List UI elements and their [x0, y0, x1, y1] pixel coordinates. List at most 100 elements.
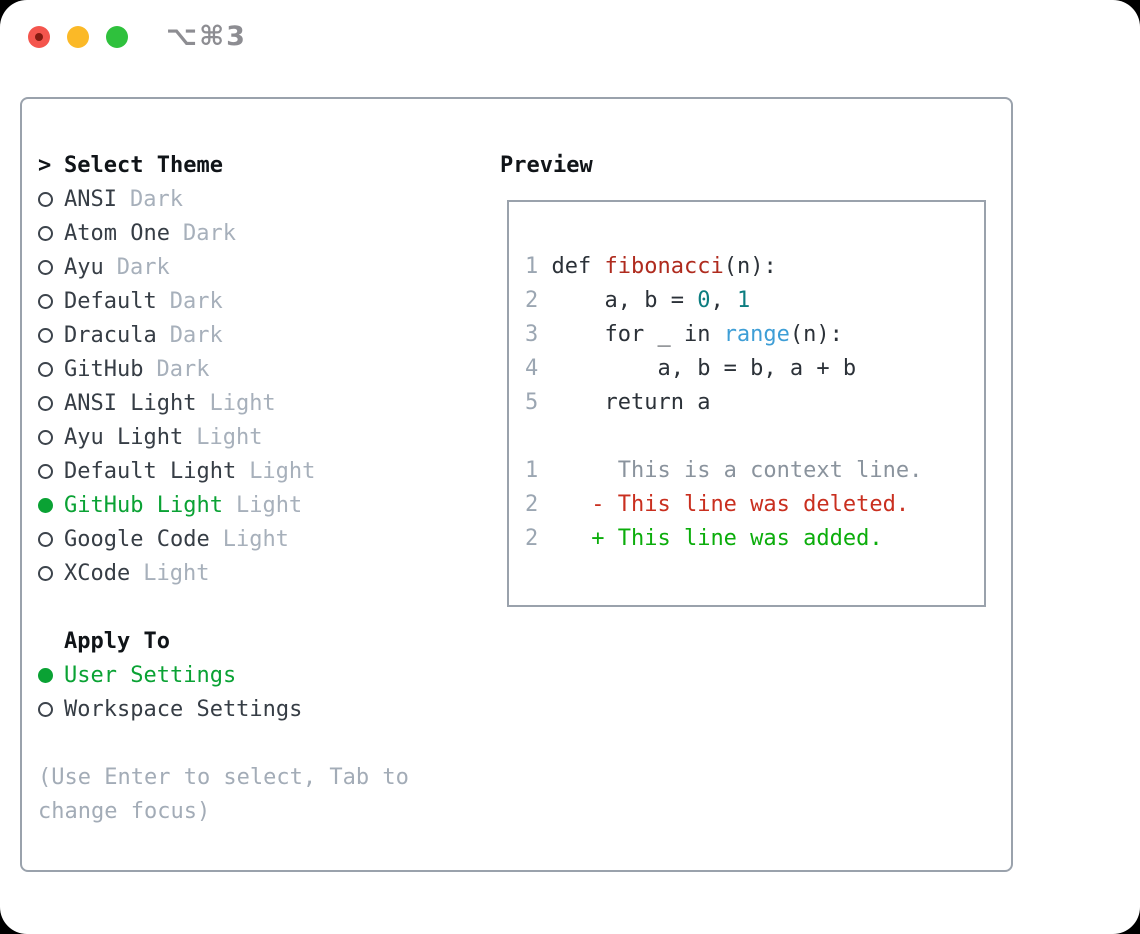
theme-option-dracula[interactable]: Dracula Dark: [38, 318, 409, 352]
theme-option-google-code[interactable]: Google Code Light: [38, 522, 409, 556]
theme-variant: Dark: [182, 220, 236, 246]
line-number: 5: [525, 390, 552, 415]
token-code: return a: [551, 390, 711, 415]
theme-variant: Dark: [169, 288, 223, 314]
radio-unselected-icon: [38, 361, 53, 377]
apply-option-label: User Settings: [64, 662, 237, 688]
apply-option-workspace-settings[interactable]: Workspace Settings: [38, 692, 409, 726]
theme-option-ayu[interactable]: Ayu Dark: [38, 250, 409, 284]
theme-variant: Light: [143, 560, 210, 586]
token-code: def: [551, 254, 605, 279]
radio-unselected-icon: [38, 327, 53, 343]
titlebar: ⌥⌘3: [0, 0, 1140, 72]
unsaved-dot-icon: [35, 33, 43, 41]
code-line: 2 + This line was added.: [525, 522, 984, 556]
theme-name: ANSI Light: [64, 390, 197, 416]
theme-name: Dracula: [64, 322, 157, 348]
theme-variant: Light: [209, 390, 276, 416]
code-line: 2 a, b = 0, 1: [525, 284, 984, 318]
theme-option-xcode[interactable]: XCode Light: [38, 556, 409, 590]
theme-option-default-light[interactable]: Default Light Light: [38, 454, 409, 488]
radio-selected-icon: [38, 667, 53, 683]
line-number: 2: [525, 492, 552, 517]
token-added: + This line was added.: [551, 526, 883, 551]
line-number: 3: [525, 322, 552, 347]
zoom-icon[interactable]: [106, 26, 128, 48]
theme-variant: Dark: [156, 356, 210, 382]
theme-name: Google Code: [64, 526, 210, 552]
close-icon[interactable]: [28, 26, 50, 48]
token-context: This is a context line.: [551, 458, 923, 483]
theme-name: ANSI: [64, 186, 117, 212]
line-number: 1: [525, 458, 552, 483]
token-code: ,: [710, 288, 737, 313]
radio-unselected-icon: [38, 225, 53, 241]
theme-name: GitHub: [64, 356, 144, 382]
theme-variant: Light: [222, 526, 289, 552]
theme-variant: Dark: [129, 186, 183, 212]
line-number: 2: [525, 288, 552, 313]
theme-variant: Light: [249, 458, 316, 484]
theme-option-github[interactable]: GitHub Dark: [38, 352, 409, 386]
line-number: 1: [525, 254, 552, 279]
token-builtin: range: [723, 322, 790, 347]
code-line: [525, 420, 984, 454]
token-code: for _ in: [551, 322, 724, 347]
spacer: [38, 590, 409, 624]
theme-option-ansi[interactable]: ANSI Dark: [38, 182, 409, 216]
apply-option-label: Workspace Settings: [64, 696, 303, 722]
select-theme-title: Select Theme: [64, 152, 223, 178]
code-line: 1 def fibonacci(n):: [525, 250, 984, 284]
line-number: 4: [525, 356, 552, 381]
minimize-icon[interactable]: [67, 26, 89, 48]
spacer: [38, 726, 409, 760]
theme-name: Ayu: [64, 254, 104, 280]
token-code: a, b =: [551, 288, 698, 313]
code-line: 1 This is a context line.: [525, 454, 984, 488]
theme-name: Default Light: [64, 458, 237, 484]
theme-option-atom-one[interactable]: Atom One Dark: [38, 216, 409, 250]
radio-unselected-icon: [38, 293, 53, 309]
radio-unselected-icon: [38, 395, 53, 411]
select-theme-header: > Select Theme: [38, 148, 409, 182]
theme-name: XCode: [64, 560, 131, 586]
code-line: 5 return a: [525, 386, 984, 420]
code-line: 3 for _ in range(n):: [525, 318, 984, 352]
code-line: 2 - This line was deleted.: [525, 488, 984, 522]
window-title-shortcut: ⌥⌘3: [166, 21, 247, 52]
token-code: (n):: [723, 254, 777, 279]
radio-selected-icon: [38, 497, 53, 513]
theme-option-default[interactable]: Default Dark: [38, 284, 409, 318]
token-code: (n):: [789, 322, 843, 347]
hint-text-line-2: change focus): [38, 798, 211, 824]
theme-variant: Dark: [116, 254, 170, 280]
token-deleted: - This line was deleted.: [551, 492, 910, 517]
preview-title: Preview: [500, 152, 593, 178]
radio-unselected-icon: [38, 429, 53, 445]
theme-name: Default: [64, 288, 157, 314]
token-number: 1: [736, 288, 751, 313]
hint-text-line-1: (Use Enter to select, Tab to: [38, 764, 409, 790]
apply-to-header: Apply To: [38, 624, 409, 658]
line-number: 2: [525, 526, 552, 551]
radio-unselected-icon: [38, 463, 53, 479]
code-line: 4 a, b = b, a + b: [525, 352, 984, 386]
radio-unselected-icon: [38, 259, 53, 275]
apply-option-user-settings[interactable]: User Settings: [38, 658, 409, 692]
theme-option-ansi-light[interactable]: ANSI Light Light: [38, 386, 409, 420]
token-code: a, b = b, a + b: [551, 356, 857, 381]
theme-variant: Dark: [169, 322, 223, 348]
radio-unselected-icon: [38, 565, 53, 581]
token-func: fibonacci: [604, 254, 724, 279]
theme-name: Atom One: [64, 220, 170, 246]
theme-name: Ayu Light: [64, 424, 184, 450]
token-number: 0: [697, 288, 711, 313]
